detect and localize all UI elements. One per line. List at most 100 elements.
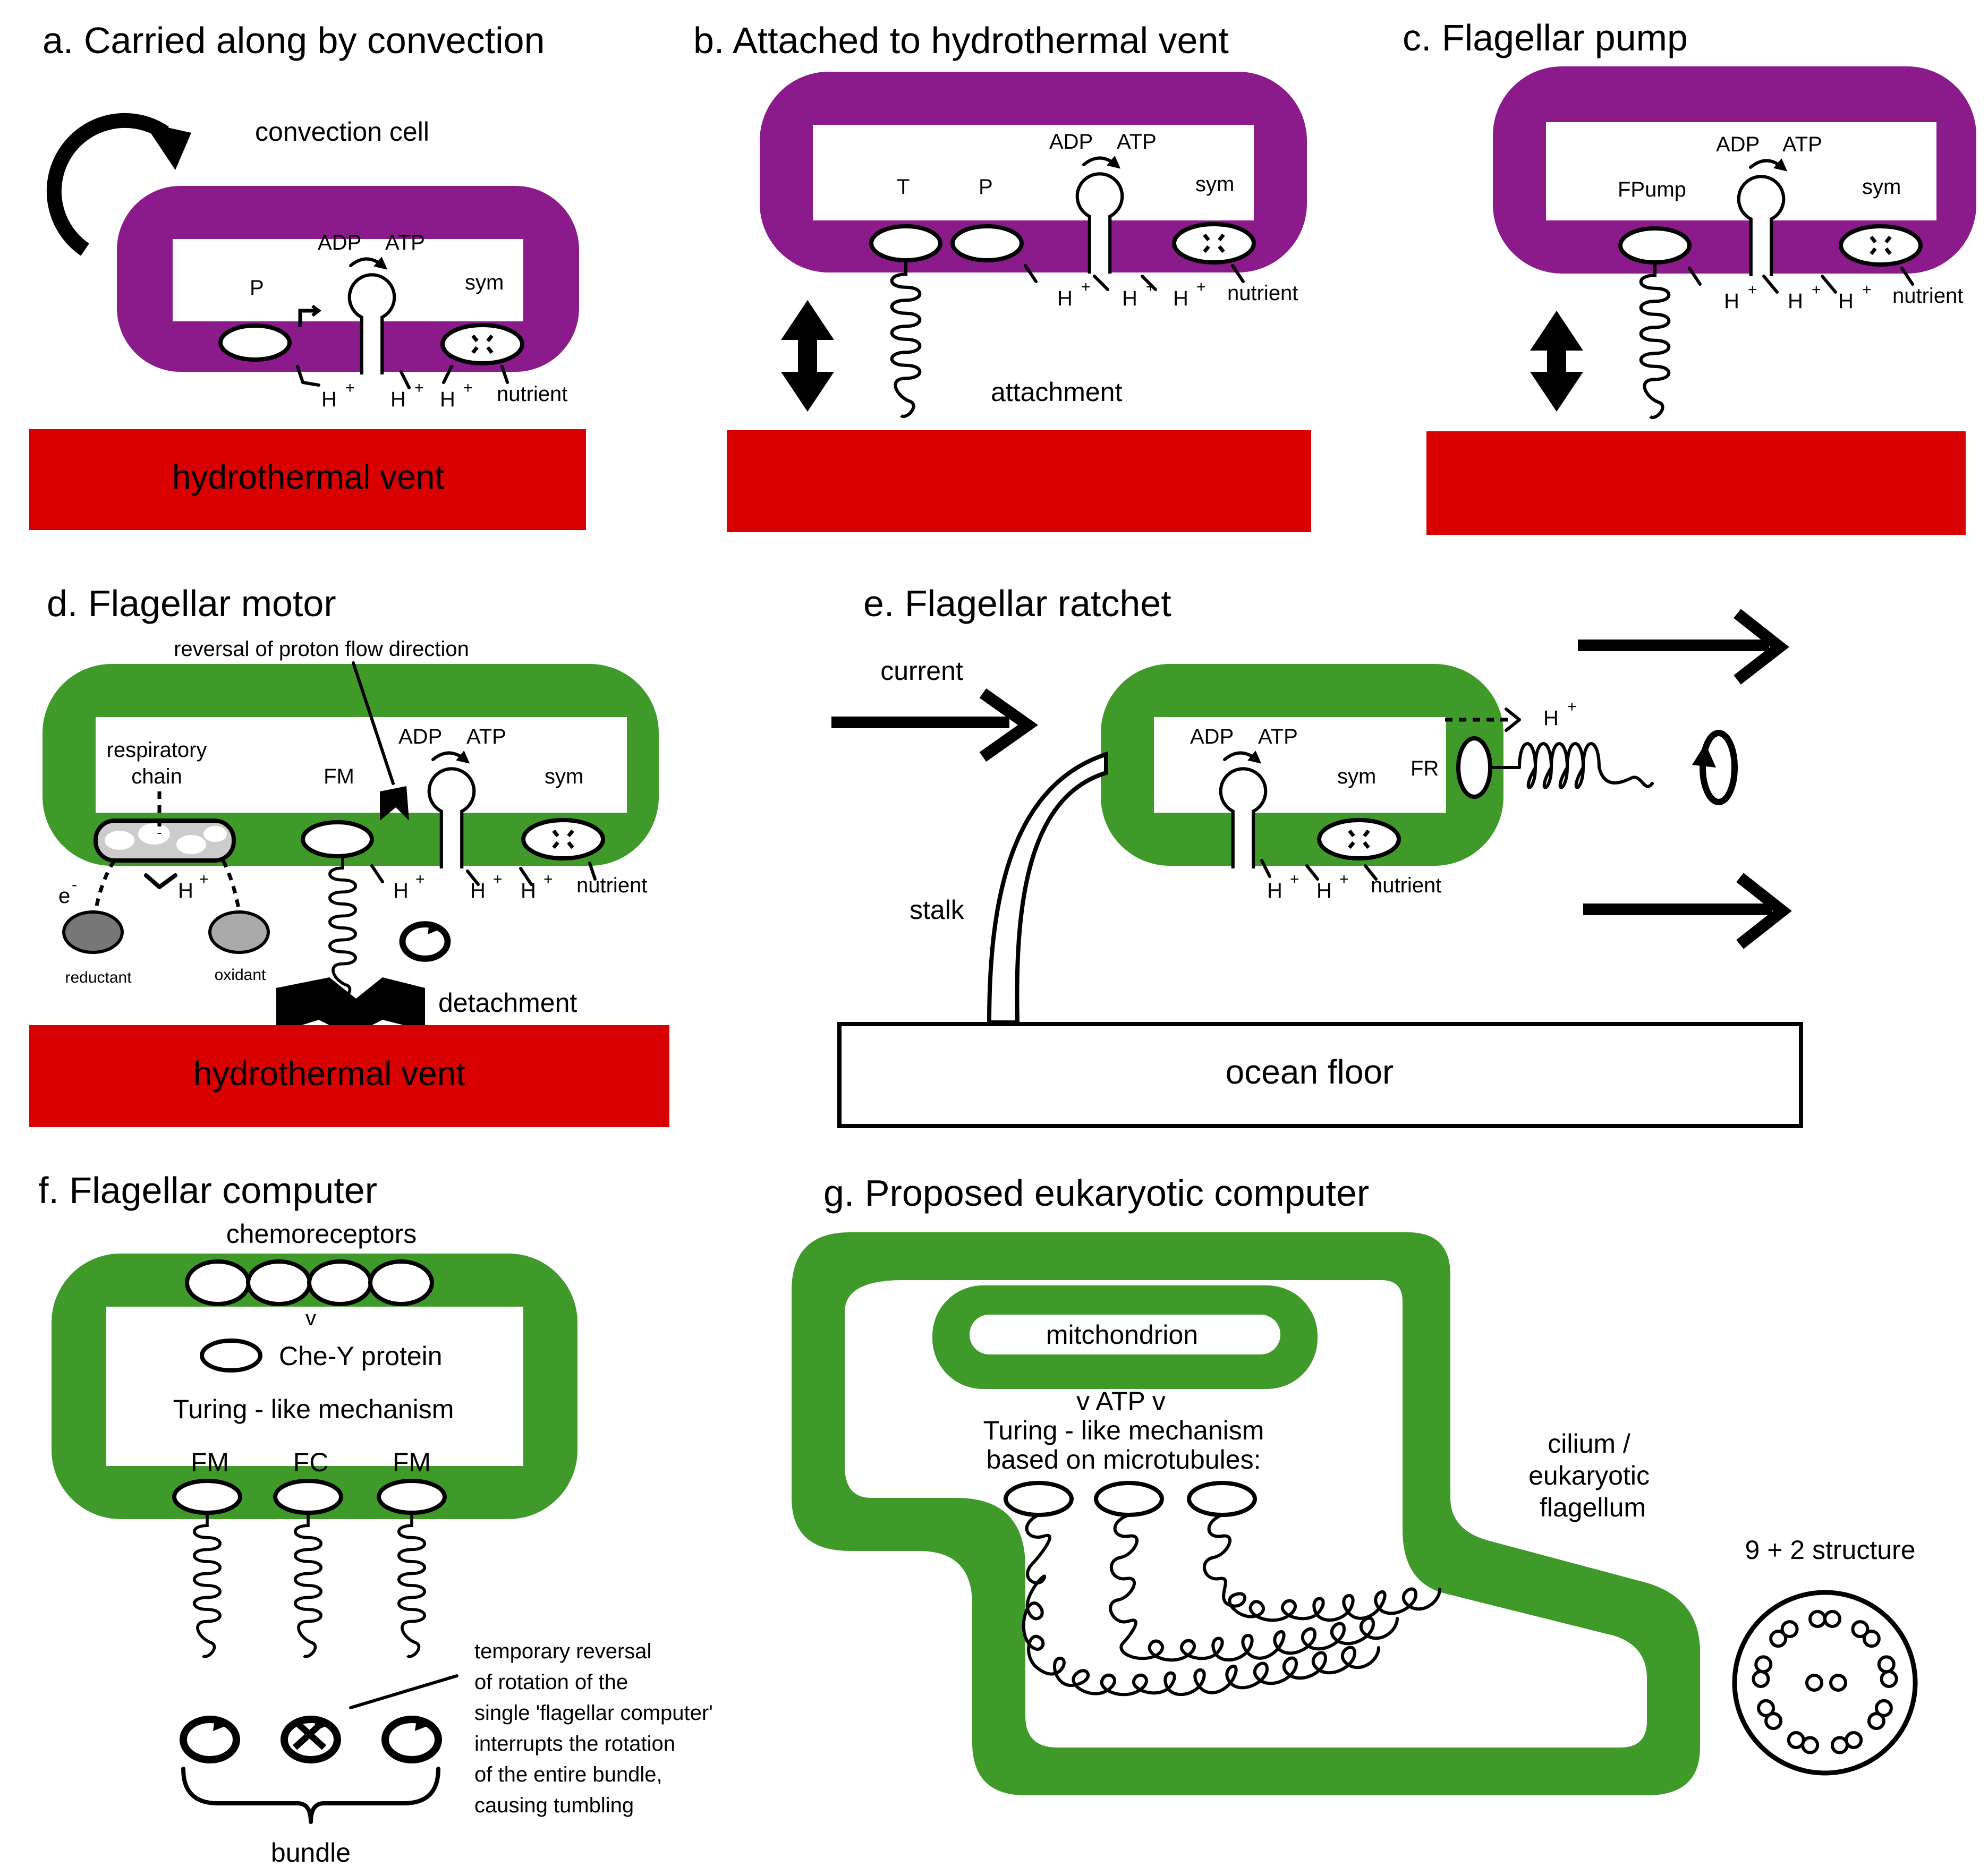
detachment-label: detachment — [438, 988, 577, 1018]
fm-label: FM — [393, 1447, 431, 1477]
h-label: H — [470, 879, 486, 902]
adp-label: ADP — [398, 725, 442, 748]
mitochondrion-interior — [970, 1315, 1280, 1354]
turing-label: Turing - like mechanism — [983, 1416, 1264, 1445]
proton-paths — [1260, 859, 1378, 881]
sym-label: sym — [1195, 173, 1234, 196]
upper-flow-arrow — [1578, 609, 1789, 685]
reversal-pointer — [352, 661, 395, 785]
note-line: of rotation of the — [474, 1671, 628, 1694]
h-label: H — [1057, 287, 1073, 310]
chemoreceptor — [185, 1259, 251, 1306]
basal-body — [1004, 1481, 1074, 1517]
outer-doublet-microtubule — [1787, 1731, 1805, 1749]
h-plus: + — [1567, 698, 1577, 715]
panel-c-title: c. Flagellar pump — [1403, 17, 1688, 58]
chain-blob — [138, 823, 170, 845]
attachment-label: attachment — [991, 377, 1122, 407]
microtubule — [1203, 1513, 1441, 1622]
p-transporter — [950, 224, 1024, 262]
outer-doublet-microtubule — [1752, 1669, 1770, 1688]
panel-d-title: d. Flagellar motor — [47, 583, 336, 624]
lower-flow-arrow — [1583, 873, 1792, 949]
h-label: H — [1838, 289, 1854, 313]
sym-label: sym — [1862, 175, 1901, 199]
panel-g: g. Proposed eukaryotic computer mitchond… — [792, 1172, 1918, 1795]
fm-label: FM — [191, 1447, 229, 1477]
adp-atp-arrow — [1223, 751, 1262, 764]
panel-e: e. Flagellar ratchet current ADP ATP sym… — [831, 583, 1803, 1128]
central-microtubule — [1805, 1674, 1823, 1692]
flagellar-computer — [273, 1479, 343, 1515]
fpump-transporter — [1618, 226, 1692, 265]
atp-label: ATP — [1117, 130, 1157, 154]
outer-doublet-microtubule — [1874, 1699, 1893, 1717]
flagellar-motor-right — [377, 1479, 447, 1515]
h-plus: + — [1748, 281, 1757, 299]
nutrient-label: nutrient — [1227, 282, 1298, 305]
nutrient-label: nutrient — [1892, 284, 1963, 308]
outer-doublet-microtubule — [1808, 1610, 1826, 1628]
chey-label: Che-Y protein — [279, 1341, 443, 1371]
h-plus: + — [414, 379, 424, 397]
convection-label: convection cell — [255, 117, 429, 147]
panel-c: c. Flagellar pump FPump ADP ATP sym H + … — [1403, 17, 1976, 535]
h-label: H — [1788, 289, 1803, 313]
proton-paths — [370, 862, 597, 886]
chemoreceptor — [307, 1259, 373, 1306]
turing-label: Turing - like mechanism — [173, 1394, 454, 1424]
fr-label: FR — [1411, 757, 1439, 780]
chey-protein — [200, 1339, 262, 1373]
fm-label: FM — [324, 765, 354, 788]
panel-e-title: e. Flagellar ratchet — [863, 583, 1171, 624]
convection-arrow — [46, 113, 169, 256]
p-label: P — [979, 175, 993, 199]
outer-doublet-microtubule — [1880, 1669, 1898, 1688]
flagellum — [399, 1513, 424, 1657]
panel-d: d. Flagellar motor reversal of proton fl… — [29, 583, 669, 1127]
axoneme-cross-section — [1732, 1590, 1918, 1776]
cell-a-interior — [173, 239, 523, 321]
h-label: H — [393, 879, 409, 902]
h-label: H — [178, 879, 193, 902]
cell-d-interior — [96, 717, 627, 813]
atp-line: v ATP v — [1076, 1386, 1166, 1416]
current-arrow — [831, 688, 1039, 762]
rotation-icon — [183, 1716, 236, 1760]
ocean-floor-label: ocean floor — [1226, 1053, 1394, 1091]
eukaryotic-cell-interior — [845, 1280, 1647, 1748]
atp-label: ATP — [1258, 725, 1298, 748]
panel-b-title: b. Attached to hydrothermal vent — [693, 20, 1229, 61]
adp-label: ADP — [1049, 130, 1093, 154]
structure-label: 9 + 2 structure — [1745, 1535, 1916, 1565]
panel-a-title: a. Carried along by convection — [43, 20, 545, 61]
note-line: causing tumbling — [474, 1794, 634, 1817]
fpump-label: FPump — [1618, 178, 1686, 201]
vent-b — [727, 430, 1311, 532]
t-label: T — [897, 175, 910, 199]
ratchet-h-arrow — [1505, 708, 1521, 732]
h-plus: + — [1196, 278, 1206, 296]
proton-paths — [1024, 264, 1245, 291]
microtubule — [1109, 1513, 1399, 1662]
symporter — [1174, 224, 1254, 262]
rotation-icon — [385, 1716, 438, 1760]
oxidant-blob — [208, 910, 270, 954]
adp-atp-arrow — [1749, 158, 1788, 172]
symporter — [1841, 226, 1921, 265]
adp-atp-arrow — [349, 257, 388, 270]
h-label: H — [390, 388, 406, 411]
p-transporter — [218, 323, 292, 362]
central-microtubule — [1829, 1674, 1847, 1692]
vent-a — [29, 429, 586, 530]
h-plus: + — [1862, 281, 1872, 299]
attachment-flagellum — [892, 260, 920, 416]
electron-dots — [94, 859, 116, 911]
reversal-cross — [292, 1718, 327, 1750]
chain-blob — [203, 826, 227, 842]
bundle-brace — [181, 1767, 440, 1824]
panel-f-title: f. Flagellar computer — [38, 1170, 377, 1211]
basal-body — [1094, 1481, 1164, 1517]
vertical-double-arrow — [781, 300, 834, 412]
h-plus: + — [1812, 281, 1821, 299]
